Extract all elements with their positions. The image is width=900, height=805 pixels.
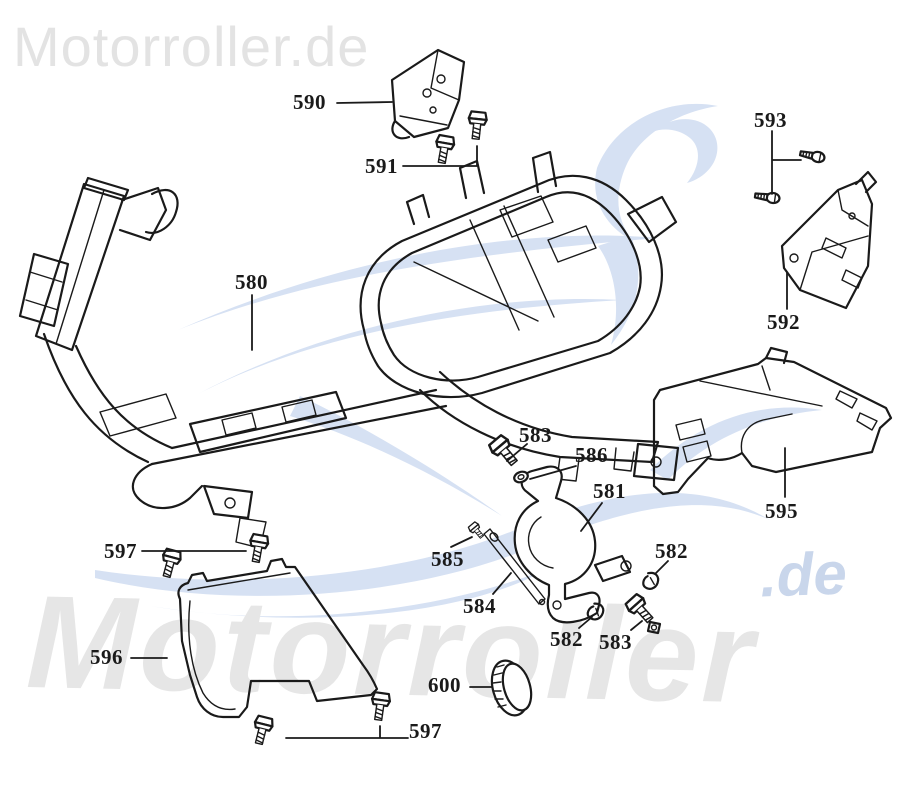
grommet-600-drawing	[490, 659, 533, 717]
part-label-583-top: 583	[519, 423, 552, 447]
part-label-586: 586	[575, 443, 608, 467]
part-label-592: 592	[767, 310, 800, 334]
stand-bracket-581-drawing	[513, 465, 632, 624]
part-label-582-right: 582	[655, 539, 688, 563]
part-label-581: 581	[593, 479, 626, 503]
part-label-583-lower: 583	[599, 630, 632, 654]
main-frame-drawing	[18, 150, 680, 549]
part-label-580: 580	[235, 270, 268, 294]
part-label-593: 593	[754, 108, 787, 132]
part-label-591: 591	[365, 154, 398, 178]
bracket-592-drawing	[780, 170, 878, 310]
washer-586	[513, 470, 529, 484]
part-label-596: 596	[90, 645, 123, 669]
part-label-590: 590	[293, 90, 326, 114]
floor-panel-595-drawing	[652, 346, 893, 496]
leader-lines	[130, 101, 802, 739]
part-label-597-bottom: 597	[409, 719, 442, 743]
rod-584	[483, 528, 546, 606]
part-label-597-left: 597	[104, 539, 137, 563]
bracket-590-drawing	[390, 48, 466, 140]
part-label-595: 595	[765, 499, 798, 523]
part-label-585: 585	[431, 547, 464, 571]
part-label-584: 584	[463, 594, 496, 618]
bolt-583-lower	[622, 591, 662, 635]
part-label-600: 600	[428, 673, 461, 697]
part-label-582-lower: 582	[550, 627, 583, 651]
under-panel-596-drawing	[177, 557, 379, 719]
site-logo-text: Motorroller.de	[13, 15, 370, 78]
